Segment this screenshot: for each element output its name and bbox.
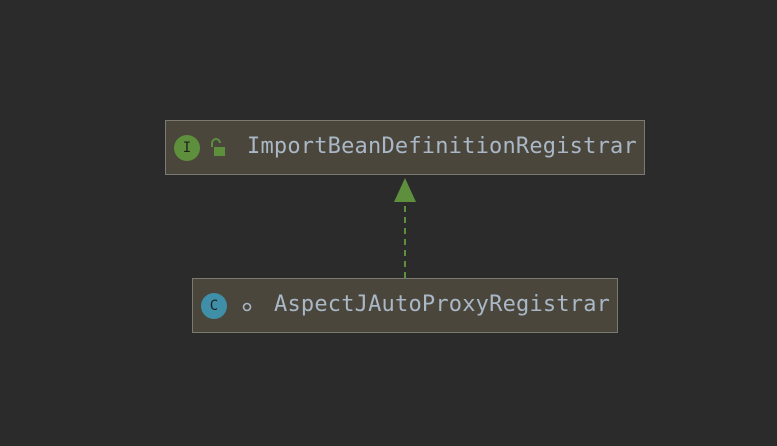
class-kind-badge-label: C <box>209 298 219 314</box>
class-node-label: AspectJAutoProxyRegistrar <box>274 292 611 317</box>
unlocked-padlock-icon <box>211 138 225 156</box>
edge-arrowhead <box>394 178 416 202</box>
class-node[interactable]: C AspectJAutoProxyRegistrar <box>192 278 618 333</box>
interface-kind-badge-label: I <box>182 140 192 156</box>
interface-node[interactable]: I ImportBeanDefinitionRegistrar <box>165 120 645 175</box>
interface-node-label: ImportBeanDefinitionRegistrar <box>247 134 637 159</box>
class-kind-icon: C <box>201 293 227 319</box>
package-private-circle-icon <box>242 302 252 312</box>
interface-kind-icon: I <box>174 135 200 161</box>
